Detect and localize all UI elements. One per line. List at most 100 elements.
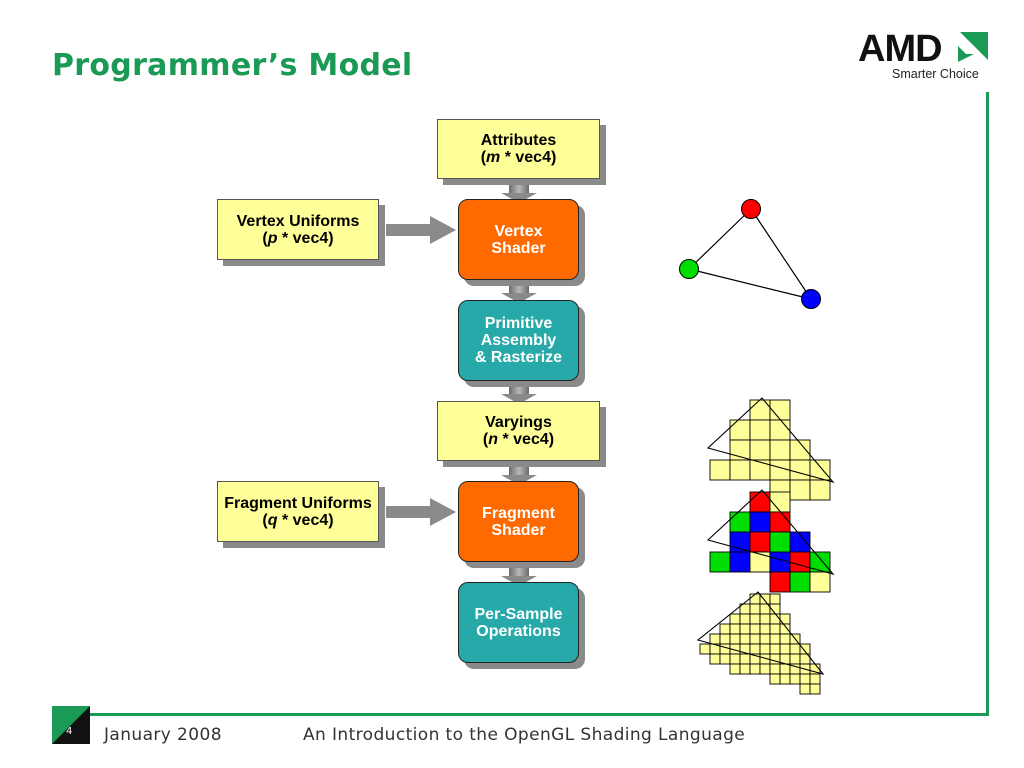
sample-cell: [779, 643, 791, 655]
sample-cell: [749, 633, 761, 645]
arrow-vertex-uniforms: [386, 216, 456, 244]
fragment-shader-line1: Fragment: [482, 504, 555, 522]
vertex-uniforms-var: p: [267, 229, 278, 247]
arrow-fragment-uniforms: [386, 498, 456, 526]
primitive-assembly-box: Primitive Assembly & Rasterize: [458, 300, 579, 381]
pixel-cell: [709, 551, 731, 573]
attributes-rest: * vec4): [500, 149, 557, 166]
primitive-assembly-line2: Assembly: [480, 332, 557, 349]
shaded-fragments-illustration: [706, 489, 835, 593]
varyings-label: Varyings: [485, 414, 552, 431]
vertex-shader-box: Vertex Shader: [458, 199, 579, 280]
pixel-cell: [749, 459, 771, 481]
sample-cell: [779, 633, 791, 645]
sample-cell: [789, 643, 801, 655]
pixel-cell: [749, 399, 771, 421]
per-sample-box: Per-Sample Operations: [458, 582, 579, 663]
sample-cell: [739, 663, 751, 675]
red-vertex: [741, 199, 761, 219]
sample-cell: [729, 613, 741, 625]
footer-title: An Introduction to the OpenGL Shading La…: [303, 725, 746, 745]
primitive-assembly-line3: & Rasterize: [474, 349, 563, 366]
sample-cell: [769, 663, 781, 675]
sample-cell: [769, 633, 781, 645]
triangle-outline: [706, 489, 835, 575]
sample-cell: [759, 643, 771, 655]
sample-cell: [779, 663, 791, 675]
pixel-cell: [769, 571, 791, 593]
connector-primitive-varyings: [501, 383, 537, 404]
varyings-rest: * vec4): [498, 431, 555, 448]
pixel-cell: [749, 419, 771, 441]
pixel-cell: [749, 511, 771, 533]
varyings-var: n: [488, 431, 499, 448]
per-sample-grid-illustration: [696, 591, 825, 695]
pixel-cell: [789, 551, 811, 573]
attributes-box: Attributes (m * vec4): [437, 119, 600, 179]
fragment-shader-box: Fragment Shader: [458, 481, 579, 562]
sample-cell: [769, 613, 781, 625]
pixel-cell: [749, 491, 771, 513]
sample-cell: [719, 653, 731, 665]
logo-tagline: Smarter Choice: [892, 67, 979, 81]
pixel-cell: [809, 571, 831, 593]
per-sample-line1: Per-Sample: [474, 605, 563, 623]
attributes-label: Attributes: [480, 132, 557, 149]
sample-cell: [699, 643, 711, 655]
sample-cell: [789, 653, 801, 665]
vertex-uniforms-box: Vertex Uniforms (p * vec4): [217, 199, 379, 260]
sample-cell: [809, 683, 821, 695]
sample-cell: [729, 663, 741, 675]
pixel-cell: [729, 419, 751, 441]
vertex-shader-line2: Shader: [491, 239, 546, 257]
sample-cell: [759, 613, 771, 625]
blue-vertex: [801, 289, 821, 309]
sample-cell: [769, 623, 781, 635]
connector-fragment-persample: [501, 563, 537, 586]
sample-cell: [769, 653, 781, 665]
sample-cell: [719, 623, 731, 635]
rasterized-pixels-illustration: [706, 397, 835, 501]
attributes-var: m: [486, 149, 501, 166]
varyings-box: Varyings (n * vec4): [437, 401, 600, 461]
pixel-cell: [749, 439, 771, 461]
pixel-cell: [769, 439, 791, 461]
fragment-shader-line2: Shader: [491, 521, 546, 539]
per-sample-line2: Operations: [476, 622, 561, 640]
slide-title: Programmer’s Model: [52, 48, 413, 83]
pixel-cell: [729, 551, 751, 573]
amd-logo: AMD Smarter Choice: [858, 30, 990, 86]
connector-attributes-vertex: [501, 180, 537, 203]
right-rule: [986, 92, 989, 716]
attributes-type: (m * vec4): [480, 149, 557, 166]
sample-cell: [799, 683, 811, 695]
sample-cell: [789, 673, 801, 685]
pixel-cell: [789, 479, 811, 501]
sample-cell: [729, 623, 741, 635]
primitive-assembly-line1: Primitive: [484, 315, 553, 332]
footer-date: January 2008: [104, 725, 222, 745]
sample-cell: [709, 633, 721, 645]
sample-cell: [759, 663, 771, 675]
sample-cell: [709, 653, 721, 665]
page-number: 4: [66, 726, 73, 737]
logo-wordmark: AMD: [858, 28, 943, 70]
sample-cell: [719, 643, 731, 655]
pixel-cell: [769, 399, 791, 421]
fragment-uniforms-box: Fragment Uniforms (q * vec4): [217, 481, 379, 542]
sample-cell: [759, 623, 771, 635]
triangle-outline: [696, 591, 825, 675]
vertex-shader-line1: Vertex: [494, 222, 543, 240]
connector-varyings-fragment: [501, 462, 537, 485]
sample-cell: [739, 633, 751, 645]
sample-cell: [739, 653, 751, 665]
sample-cell: [749, 663, 761, 675]
sample-cell: [759, 633, 771, 645]
page-number-badge: 4: [52, 706, 90, 744]
sample-cell: [759, 593, 771, 605]
pixel-cell: [789, 459, 811, 481]
pixel-cell: [749, 551, 771, 573]
sample-cell: [749, 613, 761, 625]
vertex-triangle-illustration: [679, 199, 821, 309]
